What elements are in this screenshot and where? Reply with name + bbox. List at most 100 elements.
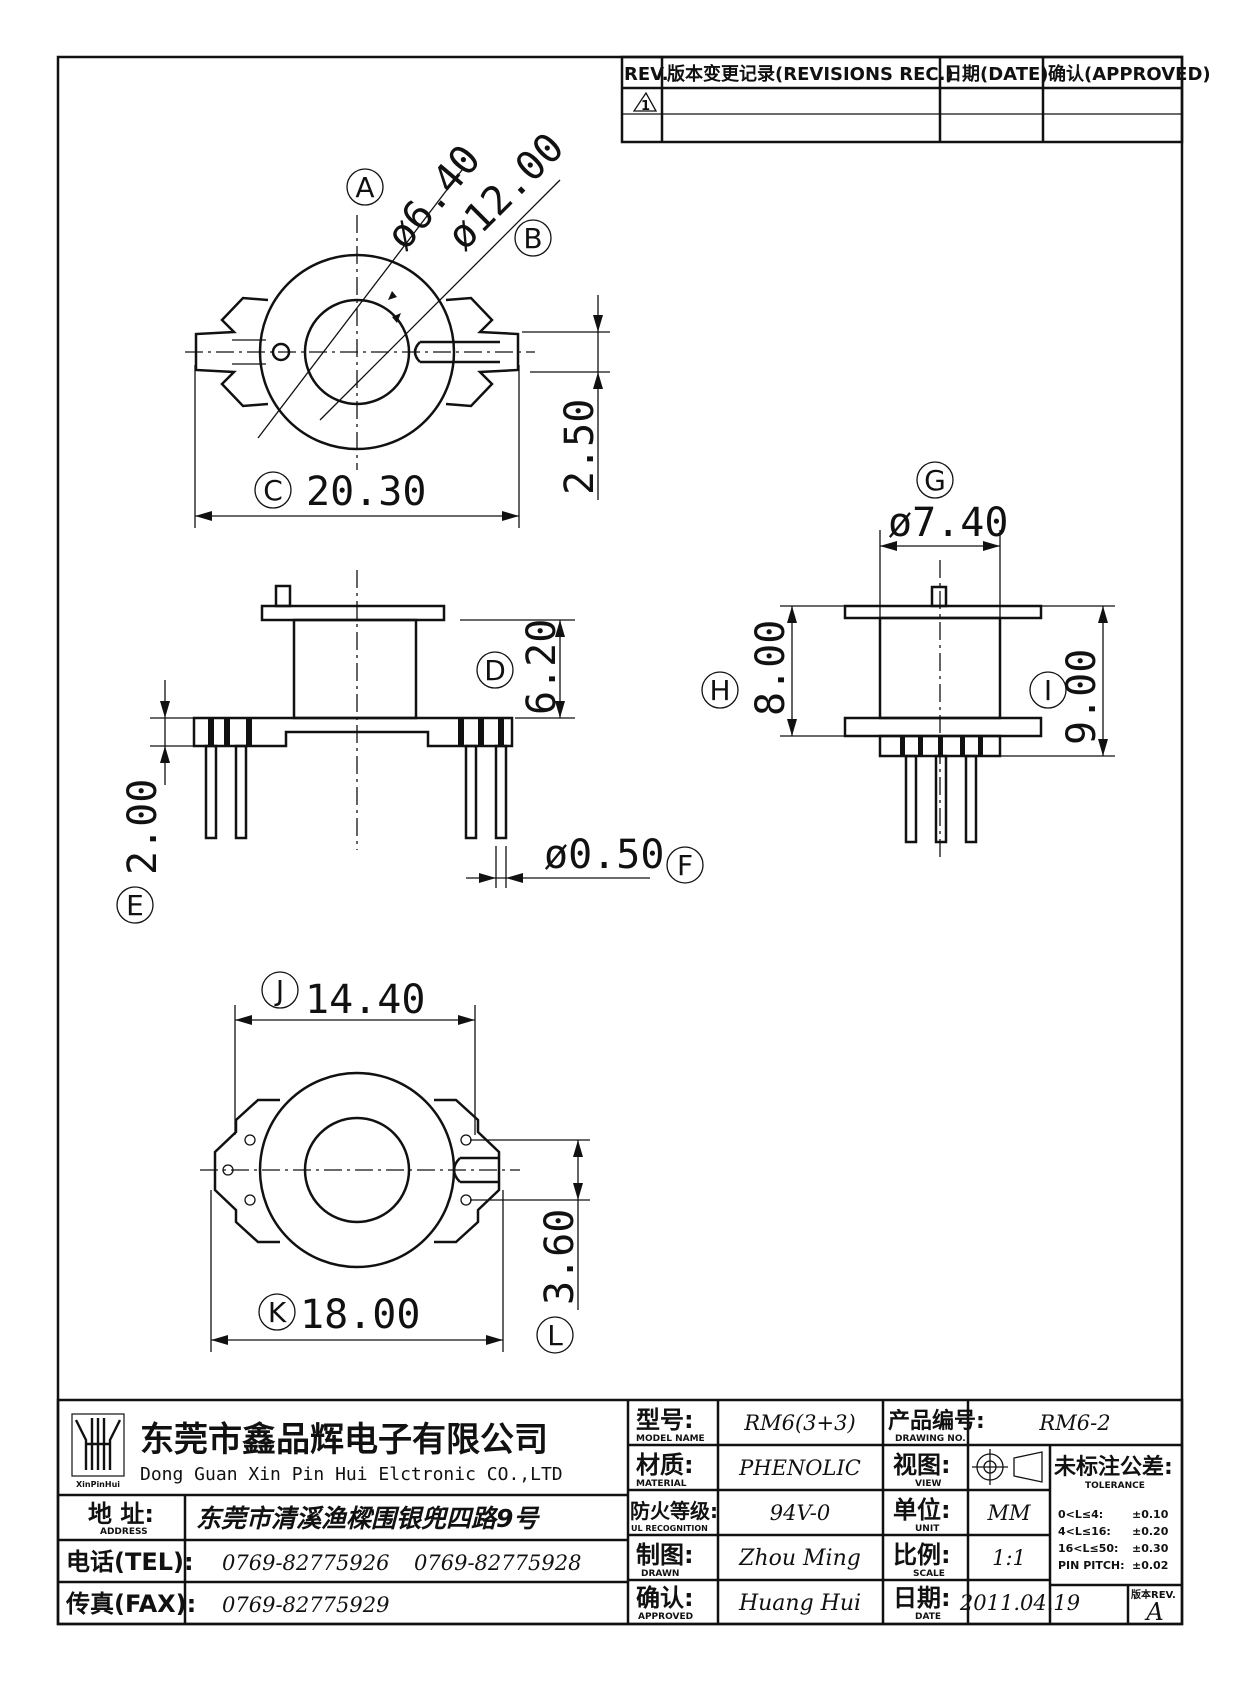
label-d-text: D xyxy=(484,654,506,687)
company-logo: XinPinHui xyxy=(71,1413,125,1489)
logo-text: XinPinHui xyxy=(76,1480,120,1489)
drawing-no-sub: DRAWING NO. xyxy=(895,1434,966,1444)
drawn-sub: DRAWN xyxy=(641,1569,679,1579)
rev-header: REV. xyxy=(624,64,669,85)
label-l-text: L xyxy=(547,1319,563,1352)
label-d: D xyxy=(476,651,514,689)
rev-value: A xyxy=(1144,1598,1163,1626)
date-header: 日期(DATE) xyxy=(944,64,1049,85)
company-name-cn: 东莞市鑫品辉电子有限公司 xyxy=(140,1420,548,1460)
label-f-text: F xyxy=(677,849,693,882)
dim-e-value: 2.00 xyxy=(120,779,166,875)
dim-j-value: 14.40 xyxy=(305,977,425,1023)
tol-value: ±0.30 xyxy=(1132,1542,1169,1555)
address-label: 地 址: xyxy=(88,1500,154,1528)
material-label: 材质: xyxy=(636,1451,694,1479)
revision-triangle-icon: 1 xyxy=(632,91,658,114)
ul-value: 94V-0 xyxy=(770,1501,830,1525)
label-e-text: E xyxy=(126,889,144,922)
revision-table: REV. 版本变更记录(REVISIONS REC.) 日期(DATE) 确认(… xyxy=(620,55,1211,144)
tolerance-sub: TOLERANCE xyxy=(1085,1481,1145,1491)
title-block: XinPinHui 东莞市鑫品辉电子有限公司 Dong Guan Xin Pin… xyxy=(56,1398,1184,1626)
approved-value: Huang Hui xyxy=(738,1591,861,1616)
scale-value: 1:1 xyxy=(992,1546,1026,1570)
label-g-text: G xyxy=(924,464,946,497)
dim-h-value: 8.00 xyxy=(748,620,794,716)
drawn-value: Zhou Ming xyxy=(738,1546,861,1571)
label-j: J xyxy=(261,971,299,1009)
drawing-no-label: 产品编号: xyxy=(888,1408,985,1434)
ul-sub: UL RECOGNITION xyxy=(631,1524,708,1533)
tol-range: PIN PITCH: xyxy=(1058,1559,1125,1572)
company-name-en: Dong Guan Xin Pin Hui Elctronic CO.,LTD xyxy=(140,1464,563,1485)
label-i: I xyxy=(1029,671,1067,709)
address-value: 东莞市清溪渔樑围银兜四路9号 xyxy=(196,1504,540,1533)
label-k-text: K xyxy=(268,1296,287,1329)
tol-value: ±0.10 xyxy=(1132,1508,1169,1521)
side-pins xyxy=(904,754,978,844)
unit-value: MM xyxy=(986,1501,1031,1525)
label-k: K xyxy=(258,1293,296,1331)
third-angle-projection-icon xyxy=(972,1449,1043,1485)
label-b-text: B xyxy=(523,222,542,255)
date-label: 日期: xyxy=(893,1584,951,1612)
scale-label: 比例: xyxy=(893,1541,951,1569)
label-j-text: J xyxy=(274,974,284,1007)
address-sub: ADDRESS xyxy=(100,1527,148,1537)
label-h: H xyxy=(701,671,739,709)
date-value: 2011.04.19 xyxy=(959,1591,1080,1615)
material-value: PHENOLIC xyxy=(738,1456,861,1480)
approved-sub: APPROVED xyxy=(638,1612,693,1622)
unit-sub: UNIT xyxy=(915,1524,940,1534)
label-c: C xyxy=(254,471,292,509)
tol-value: ±0.20 xyxy=(1132,1525,1169,1538)
dim-c-value: 20.30 xyxy=(306,469,426,515)
dim-g-value: ø7.40 xyxy=(888,500,1008,546)
label-g: G xyxy=(916,461,954,499)
dim-2-50-value: 2.50 xyxy=(557,399,603,495)
dim-i-value: 9.00 xyxy=(1059,649,1105,745)
tel-label: 电话(TEL): xyxy=(66,1548,194,1576)
label-h-text: H xyxy=(709,674,730,707)
dim-d-value: 6.20 xyxy=(519,619,565,715)
model-sub: MODEL NAME xyxy=(636,1434,705,1444)
tolerance-label: 未标注公差: xyxy=(1054,1454,1173,1480)
label-i-text: I xyxy=(1044,674,1052,707)
approved-label: 确认: xyxy=(636,1584,694,1612)
scale-sub: SCALE xyxy=(913,1569,945,1579)
approved-header: 确认(APPROVED) xyxy=(1048,63,1211,85)
date-sub: DATE xyxy=(915,1612,941,1622)
fax-label: 传真(FAX): xyxy=(65,1590,196,1618)
ul-label: 防火等级: xyxy=(630,1499,718,1523)
front-view: 6.20 D 2.00 E ø0.50 F xyxy=(116,570,704,924)
label-a: A xyxy=(346,168,384,206)
label-f: F xyxy=(666,846,704,884)
drawing-no-value: RM6-2 xyxy=(1038,1411,1110,1435)
tol-value: ±0.02 xyxy=(1132,1559,1168,1572)
dim-l-value: 3.60 xyxy=(537,1209,583,1305)
dim-k-value: 18.00 xyxy=(300,1292,420,1338)
tel-1: 0769-82775926 xyxy=(222,1551,389,1575)
unit-label: 单位: xyxy=(893,1496,951,1524)
model-label: 型号: xyxy=(636,1406,694,1434)
label-l: L xyxy=(536,1316,574,1354)
front-pins xyxy=(204,744,508,840)
tol-range: 0<L≤4: xyxy=(1058,1508,1103,1521)
revisions-header: 版本变更记录(REVISIONS REC.) xyxy=(667,63,954,85)
label-b: B xyxy=(514,219,552,257)
view-sub: VIEW xyxy=(915,1479,941,1489)
tolerance-table: 0<L≤4: ±0.10 4<L≤16: ±0.20 16<L≤50: ±0.3… xyxy=(1058,1508,1169,1572)
model-value: RM6(3+3) xyxy=(743,1411,855,1435)
bottom-view: J 14.40 K 18.00 3.60 L xyxy=(200,971,590,1354)
fax-value: 0769-82775929 xyxy=(222,1593,389,1617)
dim-f-value: ø0.50 xyxy=(544,832,664,878)
side-view: G ø7.40 H 8.00 I 9.00 xyxy=(701,461,1115,860)
view-label: 视图: xyxy=(893,1451,951,1479)
top-view: A ø6.40 ø12.00 B C 20.30 2.50 xyxy=(185,124,610,528)
tel-2: 0769-82775928 xyxy=(414,1551,581,1575)
material-sub: MATERIAL xyxy=(636,1479,687,1489)
label-e: E xyxy=(116,886,154,924)
tol-range: 16<L≤50: xyxy=(1058,1542,1118,1555)
side-pin-slots xyxy=(900,736,983,756)
